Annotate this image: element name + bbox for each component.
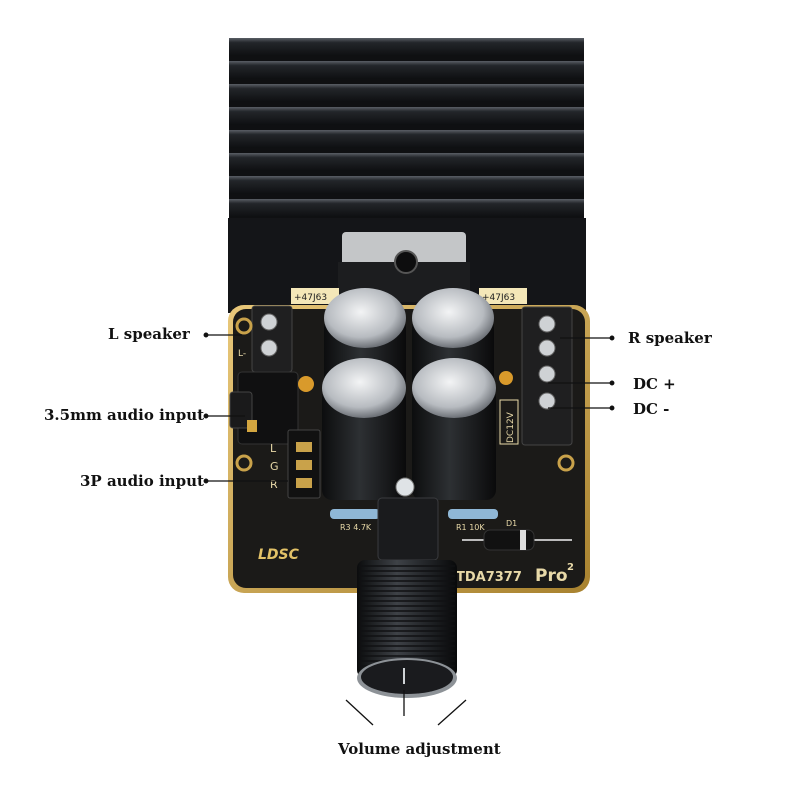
pin-label-g: G xyxy=(270,460,279,473)
header-pin xyxy=(296,460,312,470)
heatsink-fin xyxy=(229,61,584,79)
leader-dot xyxy=(203,413,209,419)
leader-volume-left xyxy=(345,699,374,726)
terminal-screw-r-minus xyxy=(538,315,556,333)
resistor-r1 xyxy=(448,509,498,519)
audio-header-3p: L G R xyxy=(270,429,321,499)
silk-minus: L- xyxy=(238,349,246,359)
terminal-screw-dc-minus xyxy=(538,392,556,410)
leader-dot xyxy=(203,332,209,338)
indicator-led xyxy=(395,477,415,497)
terminal-screw-dc-plus xyxy=(538,365,556,383)
callout-l-speaker: L speaker xyxy=(108,325,190,343)
pin-label-r: R xyxy=(270,478,278,491)
knob-side xyxy=(357,560,457,678)
heatsink xyxy=(228,38,586,313)
header-pin xyxy=(296,478,312,488)
jack-pin xyxy=(247,420,257,432)
silk-cap-right-text: +47J63 xyxy=(482,293,515,303)
capacitors xyxy=(298,288,513,500)
diode: D1 xyxy=(462,519,572,551)
capacitor xyxy=(412,358,496,500)
resistors: R3 4.7K R1 10K xyxy=(330,509,498,532)
silk-r1: R1 10K xyxy=(456,523,485,532)
resistor-r3 xyxy=(330,509,380,519)
brand-logo: LDSC xyxy=(258,547,300,563)
silk-tag-left xyxy=(291,288,339,304)
model-suffix: Pro xyxy=(535,566,568,586)
pcb-surface xyxy=(233,309,585,588)
silk-r3: R3 4.7K xyxy=(340,523,372,532)
heatsink-fin xyxy=(229,199,584,217)
leader-dot xyxy=(609,380,615,386)
volume-potentiometer xyxy=(357,477,457,698)
audio-jack-35mm xyxy=(229,371,299,445)
silk-d1: D1 xyxy=(506,519,517,528)
terminal-screw xyxy=(260,339,278,357)
heatsink-fin xyxy=(229,130,584,148)
heatsink-fin xyxy=(229,84,584,102)
callout-35mm-audio-input: 3.5mm audio input xyxy=(44,406,205,424)
mounting-hole xyxy=(235,454,253,472)
model-superscript: 2 xyxy=(567,562,574,573)
pin-label-l: L xyxy=(270,442,277,455)
callout-leaders xyxy=(203,332,615,726)
mounting-hole xyxy=(235,317,253,335)
leader-dot xyxy=(203,478,209,484)
terminal-screw-r-plus xyxy=(538,339,556,357)
knob-ribs xyxy=(359,565,455,667)
jack-socket xyxy=(229,391,253,429)
heatsink-fin xyxy=(229,176,584,194)
callout-dc-plus: DC + xyxy=(633,375,676,393)
leader-dot xyxy=(609,335,615,341)
pot-body xyxy=(377,497,439,561)
capacitor xyxy=(322,358,406,500)
knob-face xyxy=(361,660,453,694)
terminal-screw xyxy=(260,313,278,331)
callout-3p-audio-input: 3P audio input xyxy=(80,472,204,490)
heatsink-fin xyxy=(229,38,584,56)
heatsink-fin xyxy=(229,107,584,125)
mounting-hole xyxy=(557,454,575,472)
model-name: TDA7377 xyxy=(456,570,522,585)
callout-volume-adjustment: Volume adjustment xyxy=(338,740,501,758)
heatsink-fin xyxy=(229,153,584,171)
silk-dc12v: DC12V xyxy=(506,411,516,443)
small-capacitor xyxy=(499,371,513,385)
callout-r-speaker: R speaker xyxy=(628,329,712,347)
dc12v-silk-box xyxy=(499,399,519,445)
volume-knob xyxy=(357,560,457,698)
header-pin xyxy=(296,442,312,452)
leader-volume-right xyxy=(437,699,467,726)
silk-tag-right xyxy=(479,288,527,304)
amplifier-chip xyxy=(338,232,470,302)
leader-dot xyxy=(609,405,615,411)
small-capacitor xyxy=(298,376,314,392)
silk-cap-left-text: +47J63 xyxy=(294,293,327,303)
callout-dc-minus: DC - xyxy=(633,400,670,418)
mounting-screw xyxy=(394,250,418,274)
right-terminal-block: DC12V xyxy=(499,306,573,446)
heatsink-fins xyxy=(229,38,584,240)
